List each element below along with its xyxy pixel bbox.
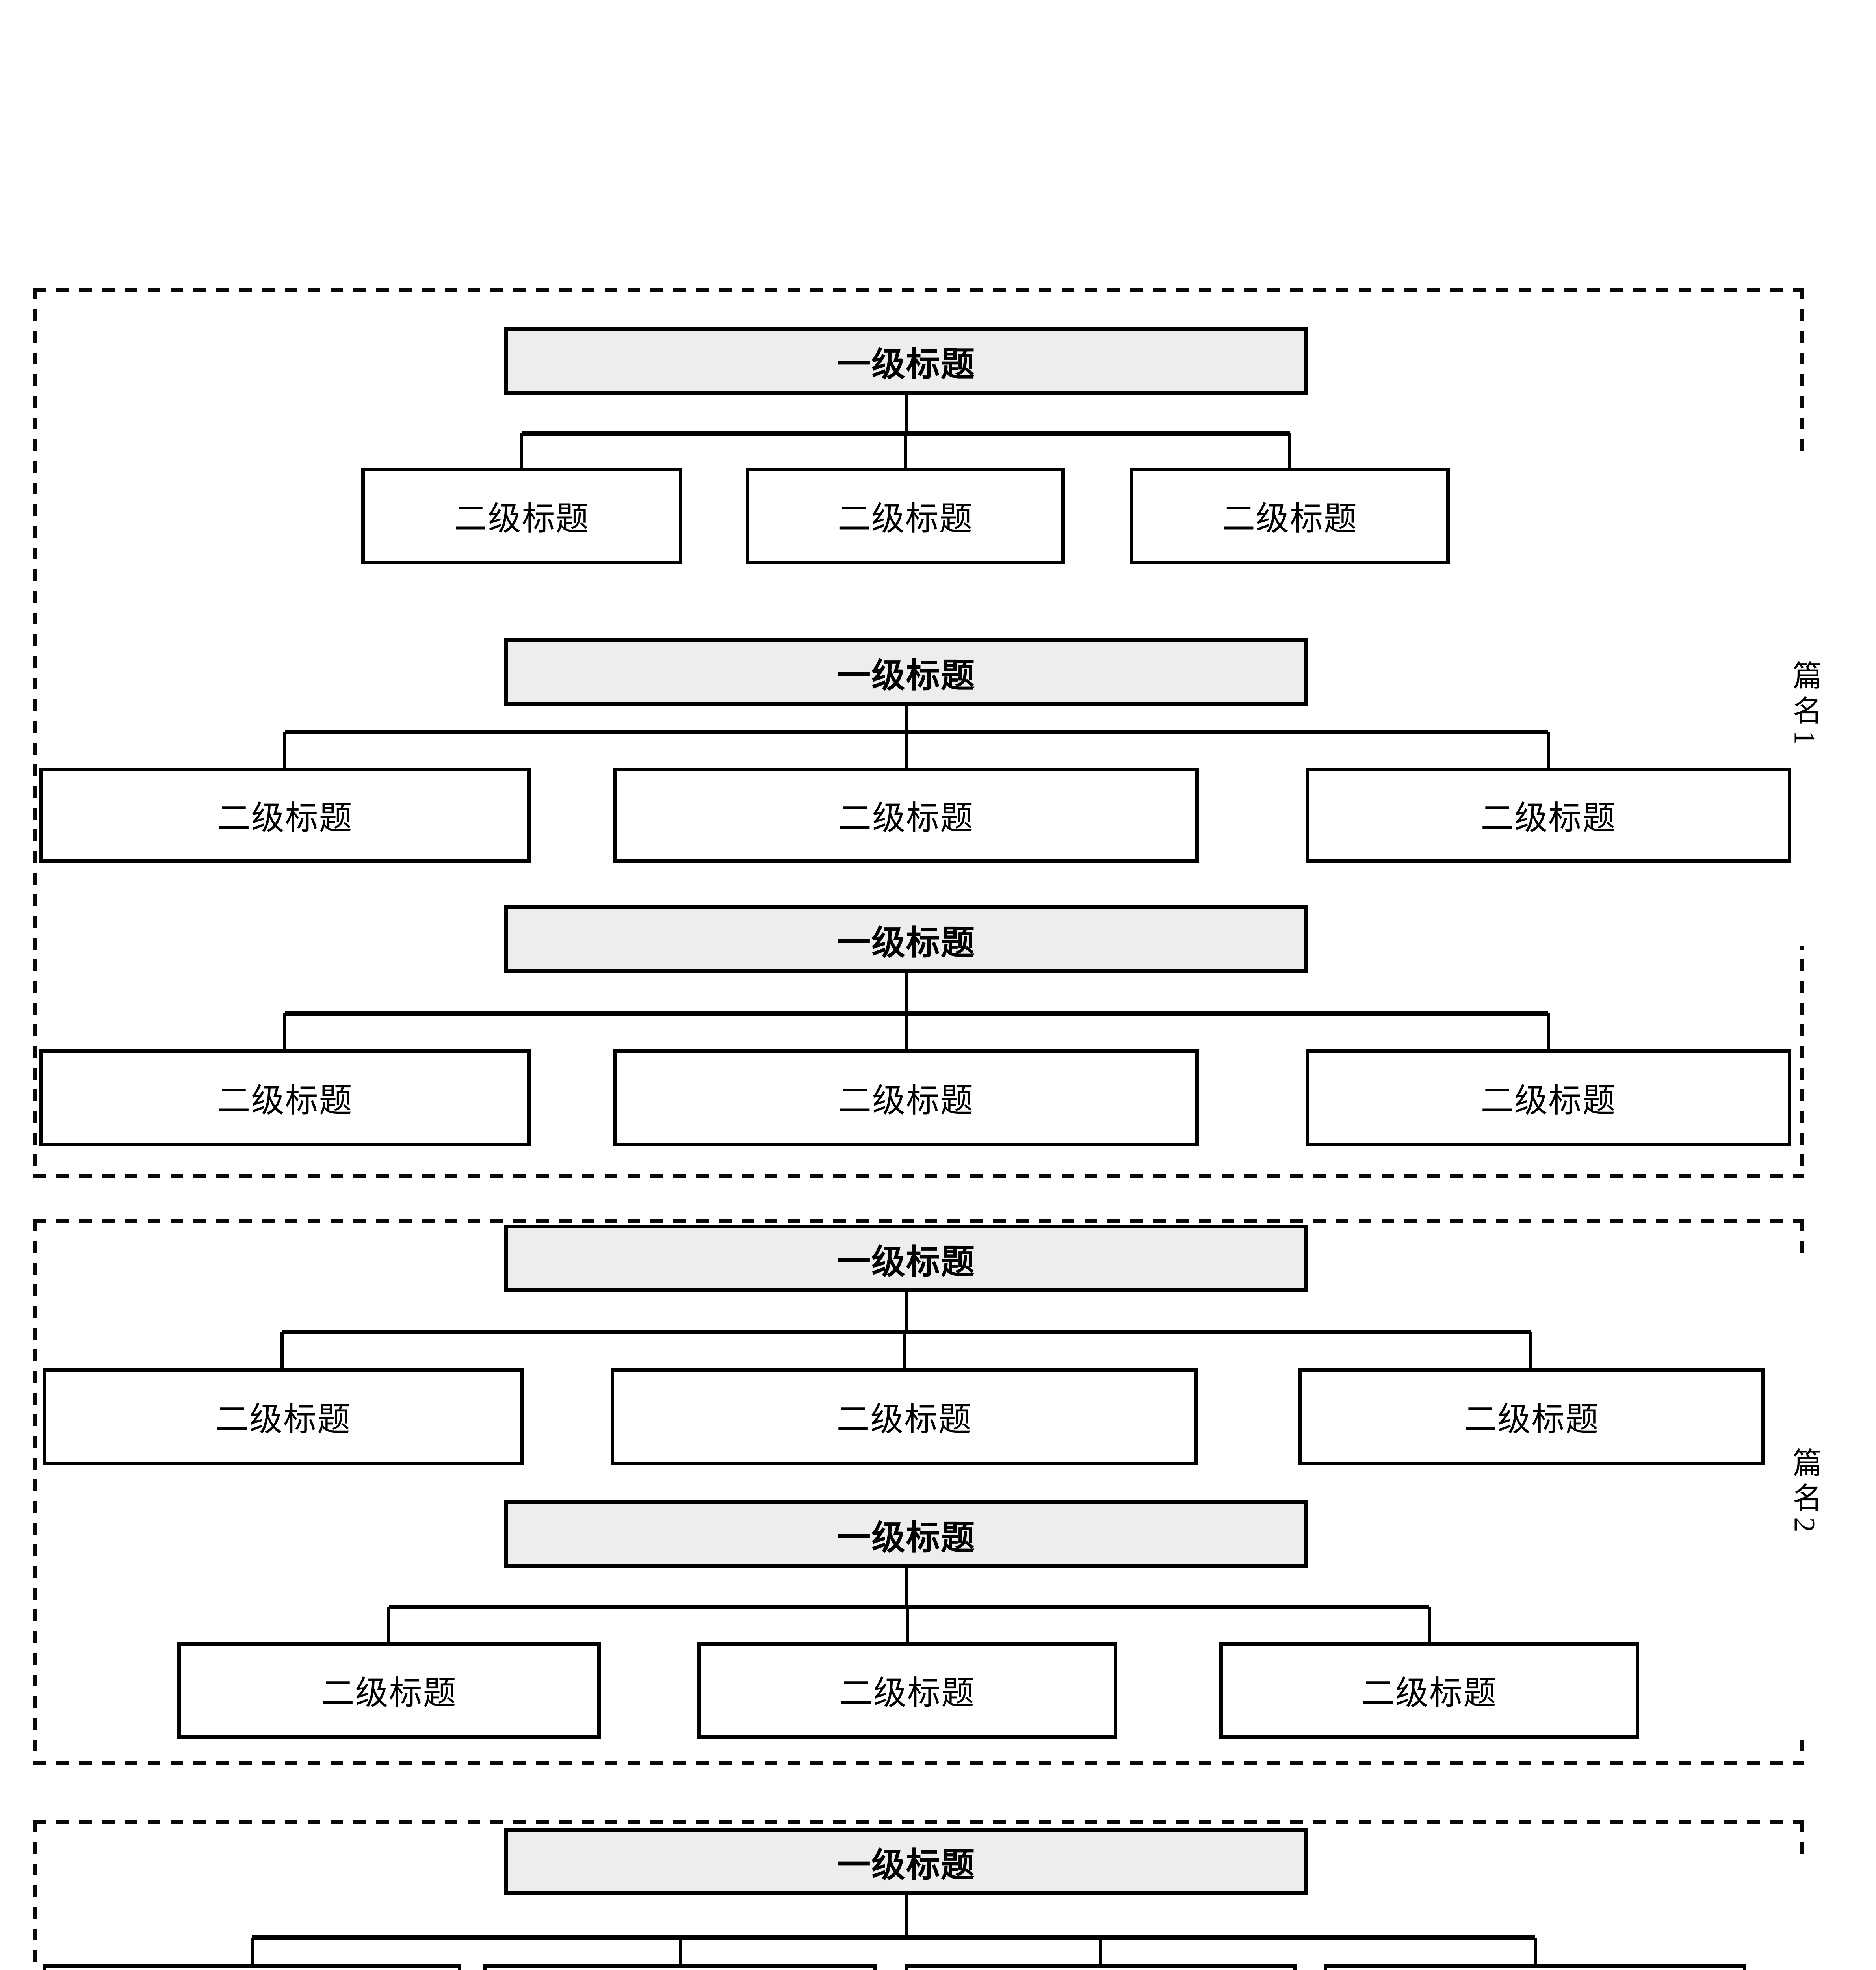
section2-label: 篇名2 (1788, 1447, 1821, 1538)
connector-drop (1099, 1938, 1102, 1964)
section2-border-bottom (33, 1761, 1804, 1765)
connector-drop (1547, 732, 1550, 769)
section1-border-top (33, 288, 1804, 292)
section2-label-gap (1788, 1255, 1821, 1730)
level2-box: 二级标题 (177, 1642, 601, 1739)
section1-label-gap (1788, 453, 1821, 946)
level2-box: 二级标题 (1324, 1964, 1746, 1970)
level2-box: 二级标题 (43, 1368, 524, 1465)
level1-box: 一级标题 (504, 1225, 1308, 1292)
level2-box: 二级标题 (1306, 768, 1791, 863)
connector-drop (903, 1332, 906, 1368)
level2-box: 二级标题 (1130, 468, 1450, 564)
level2-box: 二级标题 (1306, 1049, 1791, 1146)
connector-drop (905, 973, 908, 1013)
level1-box: 一级标题 (504, 905, 1308, 973)
level2-box: 二级标题 (361, 468, 682, 564)
level2-box: 二级标题 (905, 1964, 1297, 1970)
connector-drop (905, 1292, 908, 1332)
connector-drop (387, 1607, 390, 1642)
connector-drop (906, 1607, 909, 1642)
section1-border-bottom (33, 1174, 1804, 1178)
connector-drop (905, 1568, 908, 1607)
section2-border-top (33, 1219, 1804, 1223)
connector-drop (905, 732, 908, 769)
connector-drop (283, 1013, 286, 1051)
level2-box: 二级标题 (39, 768, 531, 863)
connector-drop (1288, 433, 1291, 469)
connector-drop (283, 732, 286, 769)
connector-drop (520, 433, 523, 469)
section3-border-left (33, 1820, 37, 1970)
connector-bus (282, 1330, 1531, 1334)
level2-box: 二级标题 (1298, 1368, 1765, 1465)
level2-box: 二级标题 (613, 768, 1199, 863)
level1-box: 一级标题 (504, 327, 1308, 395)
section1-border-left (33, 288, 37, 1178)
level2-box: 二级标题 (1219, 1642, 1639, 1739)
connector-drop (251, 1938, 254, 1964)
level2-box: 二级标题 (43, 1964, 461, 1970)
connector-drop (905, 1895, 908, 1937)
connector-drop (280, 1332, 284, 1368)
section2-border-left (33, 1219, 37, 1765)
level2-box: 二级标题 (613, 1049, 1199, 1146)
section3-label-gap (1788, 1856, 1821, 1970)
section1-label: 篇名1 (1788, 660, 1821, 751)
connector-bus (285, 1011, 1548, 1016)
connector-bus (285, 730, 1548, 734)
connector-drop (1428, 1607, 1431, 1642)
connector-drop (905, 395, 908, 434)
connector-drop (1547, 1013, 1550, 1051)
level2-box: 二级标题 (39, 1049, 531, 1146)
section3-border-top (33, 1820, 1804, 1824)
connector-drop (1534, 1938, 1537, 1964)
level2-box: 二级标题 (611, 1368, 1198, 1465)
level1-box: 一级标题 (504, 1828, 1308, 1895)
connector-drop (1529, 1332, 1532, 1368)
level2-box: 二级标题 (483, 1964, 877, 1970)
level1-box: 一级标题 (504, 638, 1308, 706)
connector-drop (679, 1938, 682, 1964)
connector-drop (905, 1013, 908, 1051)
level2-box: 二级标题 (746, 468, 1065, 564)
level2-box: 二级标题 (697, 1642, 1117, 1739)
connector-bus (252, 1935, 1535, 1940)
connector-bus (389, 1605, 1429, 1609)
connector-drop (905, 706, 908, 732)
level1-box: 一级标题 (504, 1500, 1308, 1568)
connector-drop (904, 433, 907, 469)
